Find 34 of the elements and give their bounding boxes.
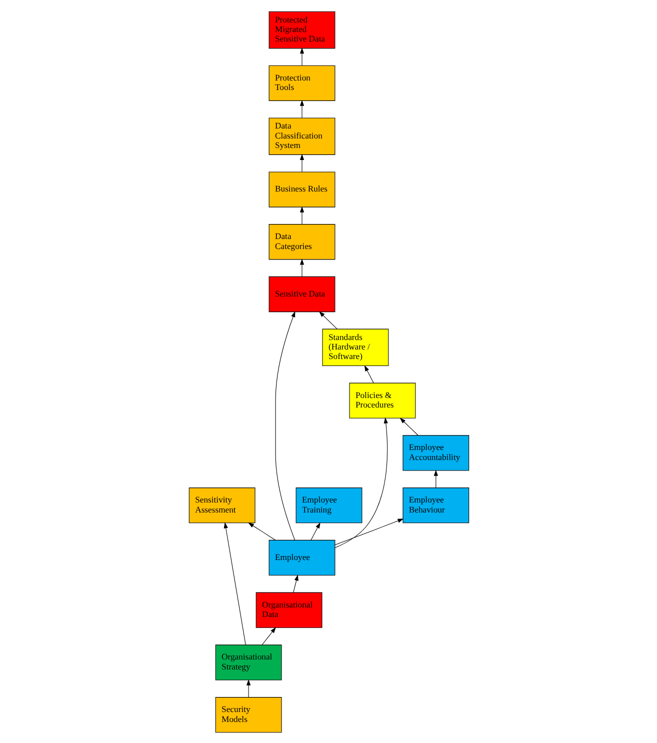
arrow: [299, 206, 304, 224]
node-box: Employee Behaviour: [402, 487, 469, 523]
arrow: [334, 416, 388, 548]
arrow: [292, 574, 298, 592]
arrow: [246, 678, 250, 697]
node-box: Business Rules: [268, 171, 335, 207]
arrow: [261, 626, 276, 645]
arrow: [299, 99, 304, 118]
node-box: Data Classification System: [268, 117, 335, 154]
node-box: Security Models: [214, 696, 282, 732]
arrow: [399, 417, 418, 436]
node-box: Sensitive Data: [268, 276, 335, 312]
node-box: Protected Migrated Sensitive Data: [268, 10, 335, 48]
node-box: Employee Training: [295, 487, 362, 523]
node-box: Organisational Data: [255, 592, 322, 628]
node-box: Standards (Hardware / Software): [322, 328, 388, 366]
node-box: Data Categories: [268, 224, 335, 260]
arrow: [223, 522, 246, 645]
arrow: [299, 154, 304, 172]
node-box: Employee: [268, 539, 335, 576]
arrow: [433, 469, 438, 488]
arrow: [318, 310, 337, 329]
node-box: Organisational Strategy: [214, 644, 282, 680]
node-box: Protection Tools: [268, 64, 335, 100]
arrow: [248, 522, 276, 540]
arrow: [299, 258, 304, 276]
arrow: [274, 310, 295, 540]
arrow: [334, 518, 404, 545]
arrow: [364, 364, 374, 383]
arrow: [299, 47, 304, 66]
node-box: Policies & Procedures: [348, 382, 416, 418]
node-box: Employee Accountability: [402, 434, 469, 470]
arrow: [310, 522, 320, 540]
node-box: Sensitivity Assessment: [188, 487, 255, 523]
